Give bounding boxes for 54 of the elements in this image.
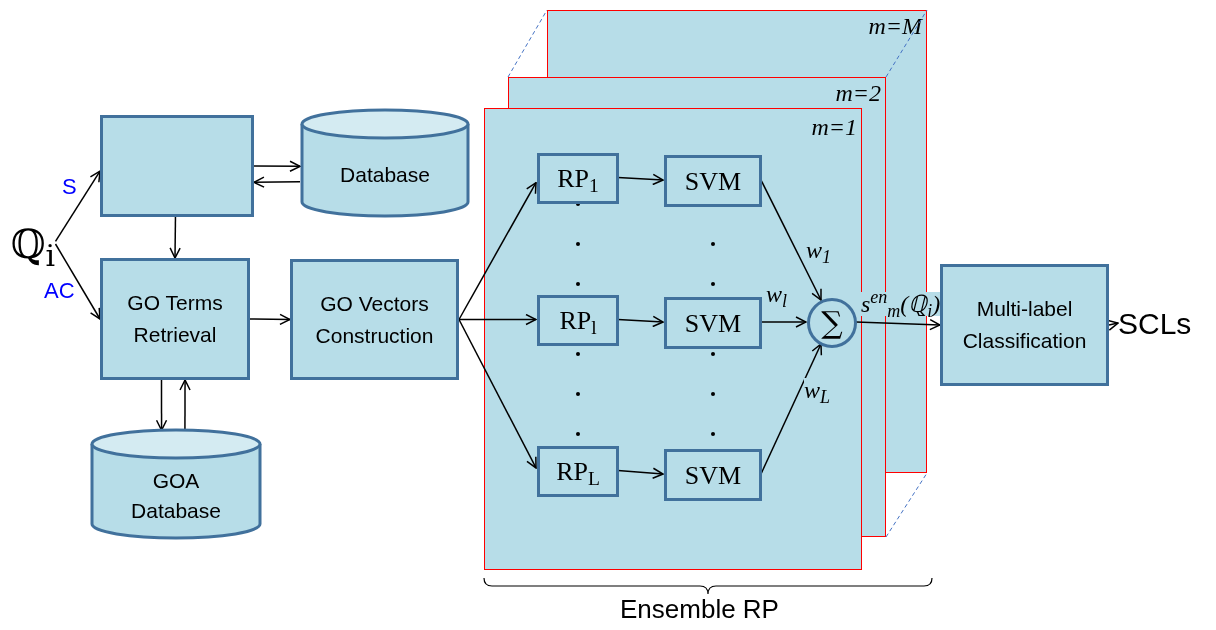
model-box — [537, 295, 619, 346]
node-label: SCLs — [1118, 305, 1192, 342]
node-label: GO Terms Retrieval — [126, 290, 224, 348]
arrow — [855, 318, 941, 331]
model-box — [664, 155, 762, 207]
arrow — [458, 318, 537, 469]
arrow — [54, 243, 101, 320]
arrow — [760, 179, 822, 301]
arrow — [249, 313, 291, 326]
arrow — [253, 160, 301, 172]
database-cylinder — [90, 428, 262, 540]
arrow — [253, 176, 301, 188]
arrow — [169, 216, 181, 259]
node-label: RP$_{l}$ — [559, 305, 597, 340]
model-box — [664, 449, 762, 501]
arrow — [179, 379, 191, 431]
node-label: m=2 — [835, 80, 881, 106]
arrow — [1106, 319, 1119, 331]
edge-label: w$_{L}$ — [804, 378, 831, 402]
node-label: ℚ$_{i}$ — [10, 220, 56, 274]
edge-label: s$^{en}$$_{m}$(ℚ$_{i}$) — [861, 292, 941, 316]
process-box — [100, 258, 250, 380]
node-label: Multi-label Classification — [961, 296, 1088, 354]
arrow — [617, 315, 664, 328]
arrow — [617, 467, 664, 479]
node-label: SVM — [684, 459, 742, 492]
node-label: SVM — [684, 165, 742, 198]
node-label: RP$_{1}$ — [557, 163, 599, 198]
node-label: m=1 — [811, 114, 857, 140]
node-label: SVM — [684, 307, 742, 340]
model-box — [537, 153, 619, 204]
arrow — [155, 379, 168, 431]
node-label: Database — [340, 163, 430, 186]
arrow — [760, 316, 807, 328]
model-box — [664, 297, 762, 349]
node-label: GO Vectors Construction — [314, 290, 435, 349]
stacked-panel — [508, 77, 886, 108]
arrow — [458, 181, 537, 321]
database-cylinder — [300, 108, 470, 218]
stacked-panel — [547, 10, 927, 77]
process-box — [290, 259, 459, 380]
process-box — [100, 115, 254, 217]
model-box — [537, 446, 619, 497]
node-label: RP$_{L}$ — [556, 456, 600, 491]
node-label: GOA Database — [131, 469, 221, 522]
arrow — [54, 170, 101, 243]
ensemble-panel — [484, 108, 862, 570]
node-label: ∑ — [821, 308, 843, 338]
arrow — [617, 173, 664, 186]
node-label: m=M — [868, 13, 922, 39]
group-label: Ensemble RP — [620, 596, 779, 622]
arrow — [458, 313, 537, 326]
arrow — [760, 343, 823, 475]
process-box — [940, 264, 1109, 386]
